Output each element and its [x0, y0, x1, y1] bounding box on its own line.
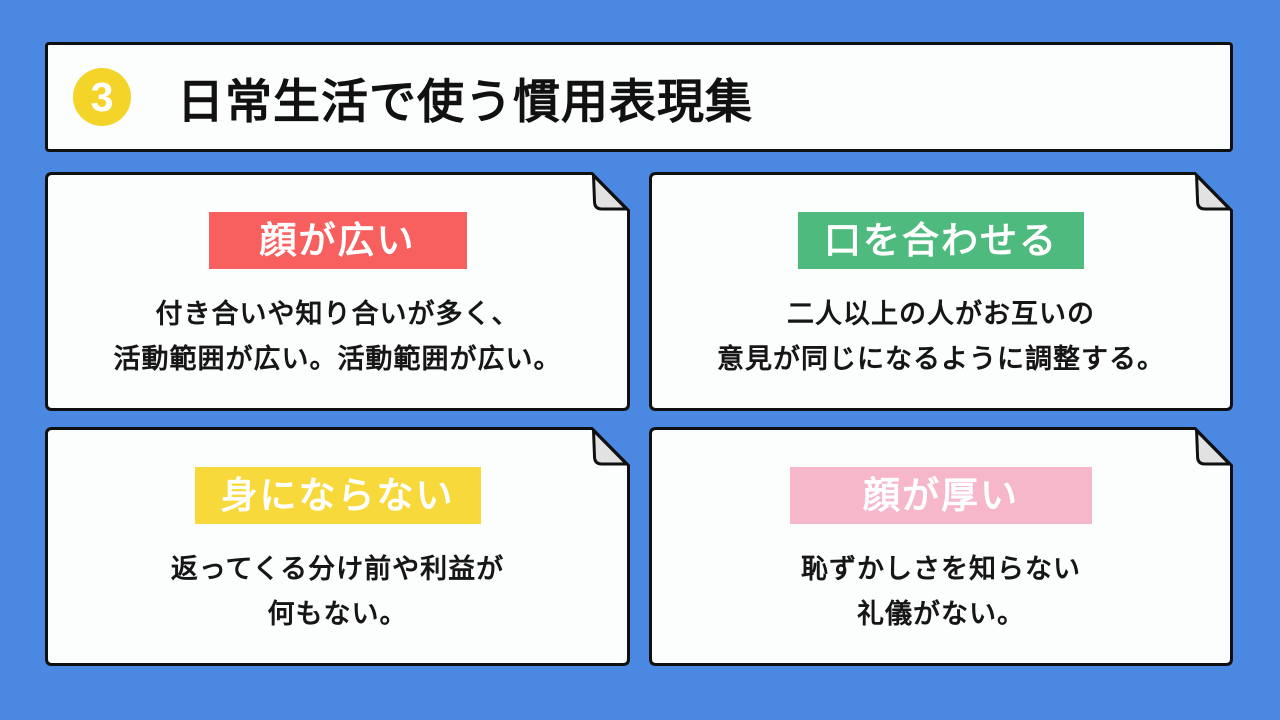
card-grid: 顔が広い 付き合いや知り合いが多く、 活動範囲が広い。活動範囲が広い。 口を合わ…: [45, 172, 1233, 666]
idiom-description: 二人以上の人がお互いの 意見が同じになるように調整する。: [717, 299, 1165, 374]
card-frame: [45, 172, 630, 411]
idiom-description: 返ってくる分け前や利益が 何もない。: [170, 554, 505, 629]
card-content: 身にならない 返ってくる分け前や利益が 何もない。: [45, 427, 630, 666]
idiom-description: 恥ずかしさを知らない 礼儀がない。: [801, 554, 1081, 629]
page-curl-icon: [1195, 174, 1232, 211]
page-curl-icon: [592, 429, 628, 466]
idiom-label: 顔が厚い: [790, 467, 1092, 524]
card-kao-ga-hiroi: 顔が広い 付き合いや知り合いが多く、 活動範囲が広い。活動範囲が広い。: [45, 172, 630, 411]
number-badge: 3: [73, 68, 131, 126]
card-frame: [45, 427, 630, 666]
idiom-description: 付き合いや知り合いが多く、 活動範囲が広い。活動範囲が広い。: [113, 299, 562, 374]
page-curl-icon: [1195, 429, 1232, 466]
idiom-label: 身にならない: [194, 467, 481, 524]
card-mi-ni-naranai: 身にならない 返ってくる分け前や利益が 何もない。: [45, 427, 630, 666]
header-bar: 3 日常生活で使う慣用表現集: [45, 42, 1233, 152]
card-outline: [649, 172, 1233, 411]
card-content: 顔が厚い 恥ずかしさを知らない 礼儀がない。: [649, 427, 1233, 666]
idiom-label: 口を合わせる: [798, 212, 1084, 269]
card-content: 口を合わせる 二人以上の人がお互いの 意見が同じになるように調整する。: [649, 172, 1233, 411]
card-outline: [45, 172, 630, 411]
card-content: 顔が広い 付き合いや知り合いが多く、 活動範囲が広い。活動範囲が広い。: [45, 172, 630, 411]
card-frame: [649, 172, 1233, 411]
idiom-label: 顔が広い: [208, 212, 467, 269]
page-title: 日常生活で使う慣用表現集: [177, 74, 753, 128]
card-outline: [45, 427, 630, 666]
card-kuchi-wo-awaseru: 口を合わせる 二人以上の人がお互いの 意見が同じになるように調整する。: [649, 172, 1233, 411]
page-curl-icon: [592, 174, 628, 211]
card-kao-ga-atsui: 顔が厚い 恥ずかしさを知らない 礼儀がない。: [649, 427, 1233, 666]
